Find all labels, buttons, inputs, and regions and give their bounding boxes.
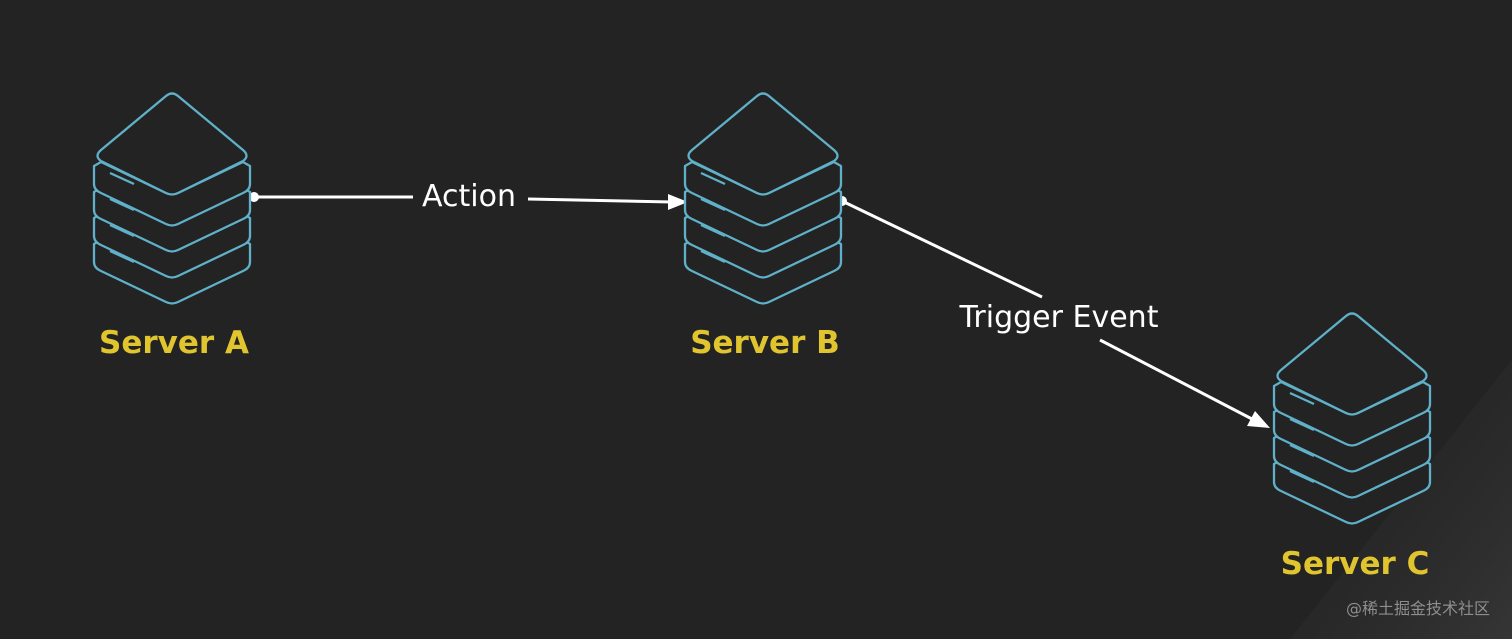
edge-action: Action (249, 179, 688, 214)
edge-trigger-line-end (1099, 338, 1253, 421)
edge-trigger-event: Trigger Event (837, 196, 1270, 428)
server-c: Server C (1272, 312, 1432, 582)
edge-label-action: Action (422, 179, 516, 214)
edge-trigger-arrowhead (1247, 411, 1270, 428)
server-stack-icon (683, 92, 843, 305)
server-stack-icon (92, 92, 252, 305)
server-b-label: Server B (690, 325, 840, 361)
edge-action-line-end (527, 197, 673, 204)
edge-label-trigger-event: Trigger Event (959, 300, 1159, 335)
watermark: @稀土掘金技术社区 (1346, 599, 1490, 618)
server-b: Server B (683, 92, 843, 361)
edge-action-start-dot (249, 192, 259, 202)
server-stack-icon (1272, 312, 1432, 525)
server-a: Server A (92, 92, 252, 361)
edge-trigger-line-start (841, 199, 1043, 299)
server-a-label: Server A (99, 325, 249, 361)
server-c-label: Server C (1281, 546, 1430, 582)
edge-action-arrowhead (668, 194, 688, 210)
